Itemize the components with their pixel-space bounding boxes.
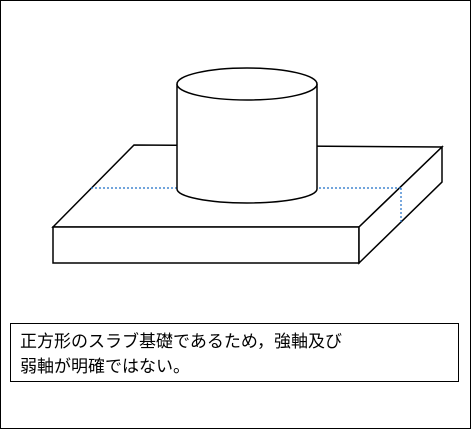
slab-foundation-diagram [51, 67, 444, 265]
cylinder-body [176, 84, 318, 204]
slab-front-face [52, 226, 360, 264]
caption-line-1: 正方形のスラブ基礎であるため，強軸及び [20, 332, 342, 352]
cylinder-top [176, 67, 318, 101]
caption-box: 正方形のスラブ基礎であるため，強軸及び 弱軸が明確ではない。 [10, 323, 459, 382]
caption-line-2: 弱軸が明確ではない。 [20, 357, 190, 377]
